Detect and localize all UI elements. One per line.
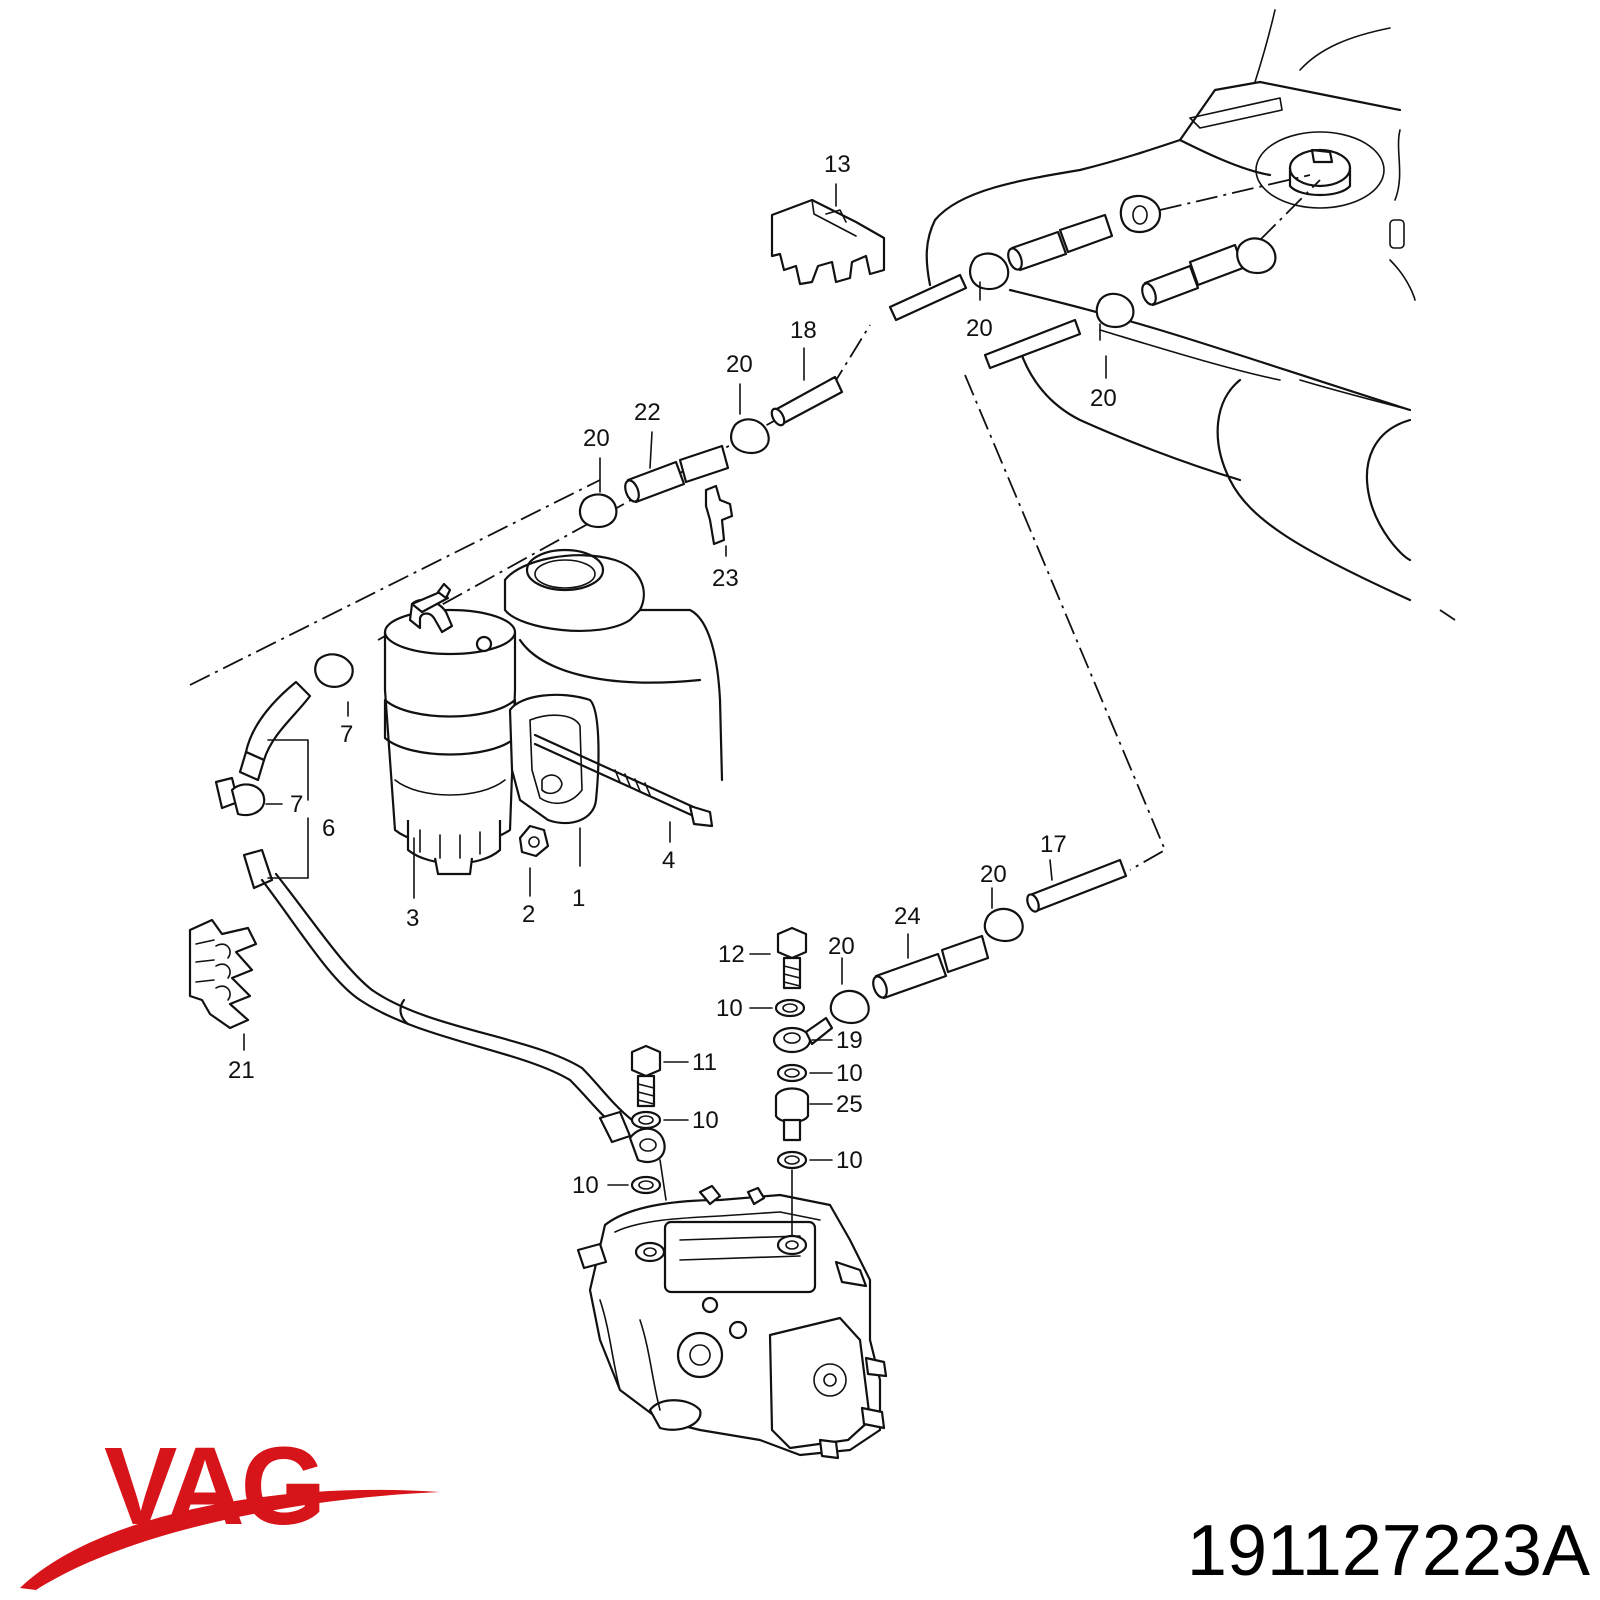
leader-lines [243,183,1107,1236]
callout-labels: 13 18 20 20 20 20 20 20 22 23 7 7 6 4 3 … [228,151,1117,1199]
injection-pump [576,1184,888,1460]
callout-3: 3 [406,905,419,932]
callout-11: 11 [692,1049,717,1076]
callout-1: 1 [572,885,585,912]
callout-20: 20 [828,933,855,960]
callout-20: 20 [726,351,753,378]
callout-13: 13 [824,151,851,178]
callout-19: 19 [836,1027,863,1054]
callout-10: 10 [716,995,743,1022]
callout-4: 4 [662,847,675,874]
vag-logo-text: VAG [104,1425,322,1548]
callout-18: 18 [790,317,817,344]
callout-20: 20 [1090,385,1117,412]
pipe-clip-13 [770,198,886,286]
callout-10: 10 [836,1147,863,1174]
callout-10: 10 [692,1107,719,1134]
callout-21: 21 [228,1057,255,1084]
callout-6: 6 [322,815,335,842]
callout-20: 20 [980,861,1007,888]
banjo-fittings [630,926,834,1195]
callout-10: 10 [572,1172,599,1199]
callout-7: 7 [290,791,303,818]
callout-20: 20 [583,425,610,452]
callout-23: 23 [712,565,739,592]
fuel-tank-outline [925,9,1416,602]
callout-22: 22 [634,399,661,426]
return-hose-6 [214,653,666,1164]
callout-20: 20 [966,315,993,342]
fuel-filter-assembly [383,548,724,876]
callout-25: 25 [836,1091,863,1118]
callout-24: 24 [894,903,921,930]
routing-lines [189,174,1456,871]
vag-logo-swoosh [20,1489,440,1590]
upper-fuel-lines [578,194,1277,546]
callout-7: 7 [340,721,353,748]
part-number: 191127223A [1187,1511,1590,1591]
callout-17: 17 [1040,831,1067,858]
callout-10: 10 [836,1060,863,1087]
callout-12: 12 [718,941,745,968]
vag-logo: VAG [20,1425,440,1590]
pipe-clip-21 [188,918,258,1030]
callout-2: 2 [522,901,535,928]
lower-fuel-lines [829,858,1128,1025]
